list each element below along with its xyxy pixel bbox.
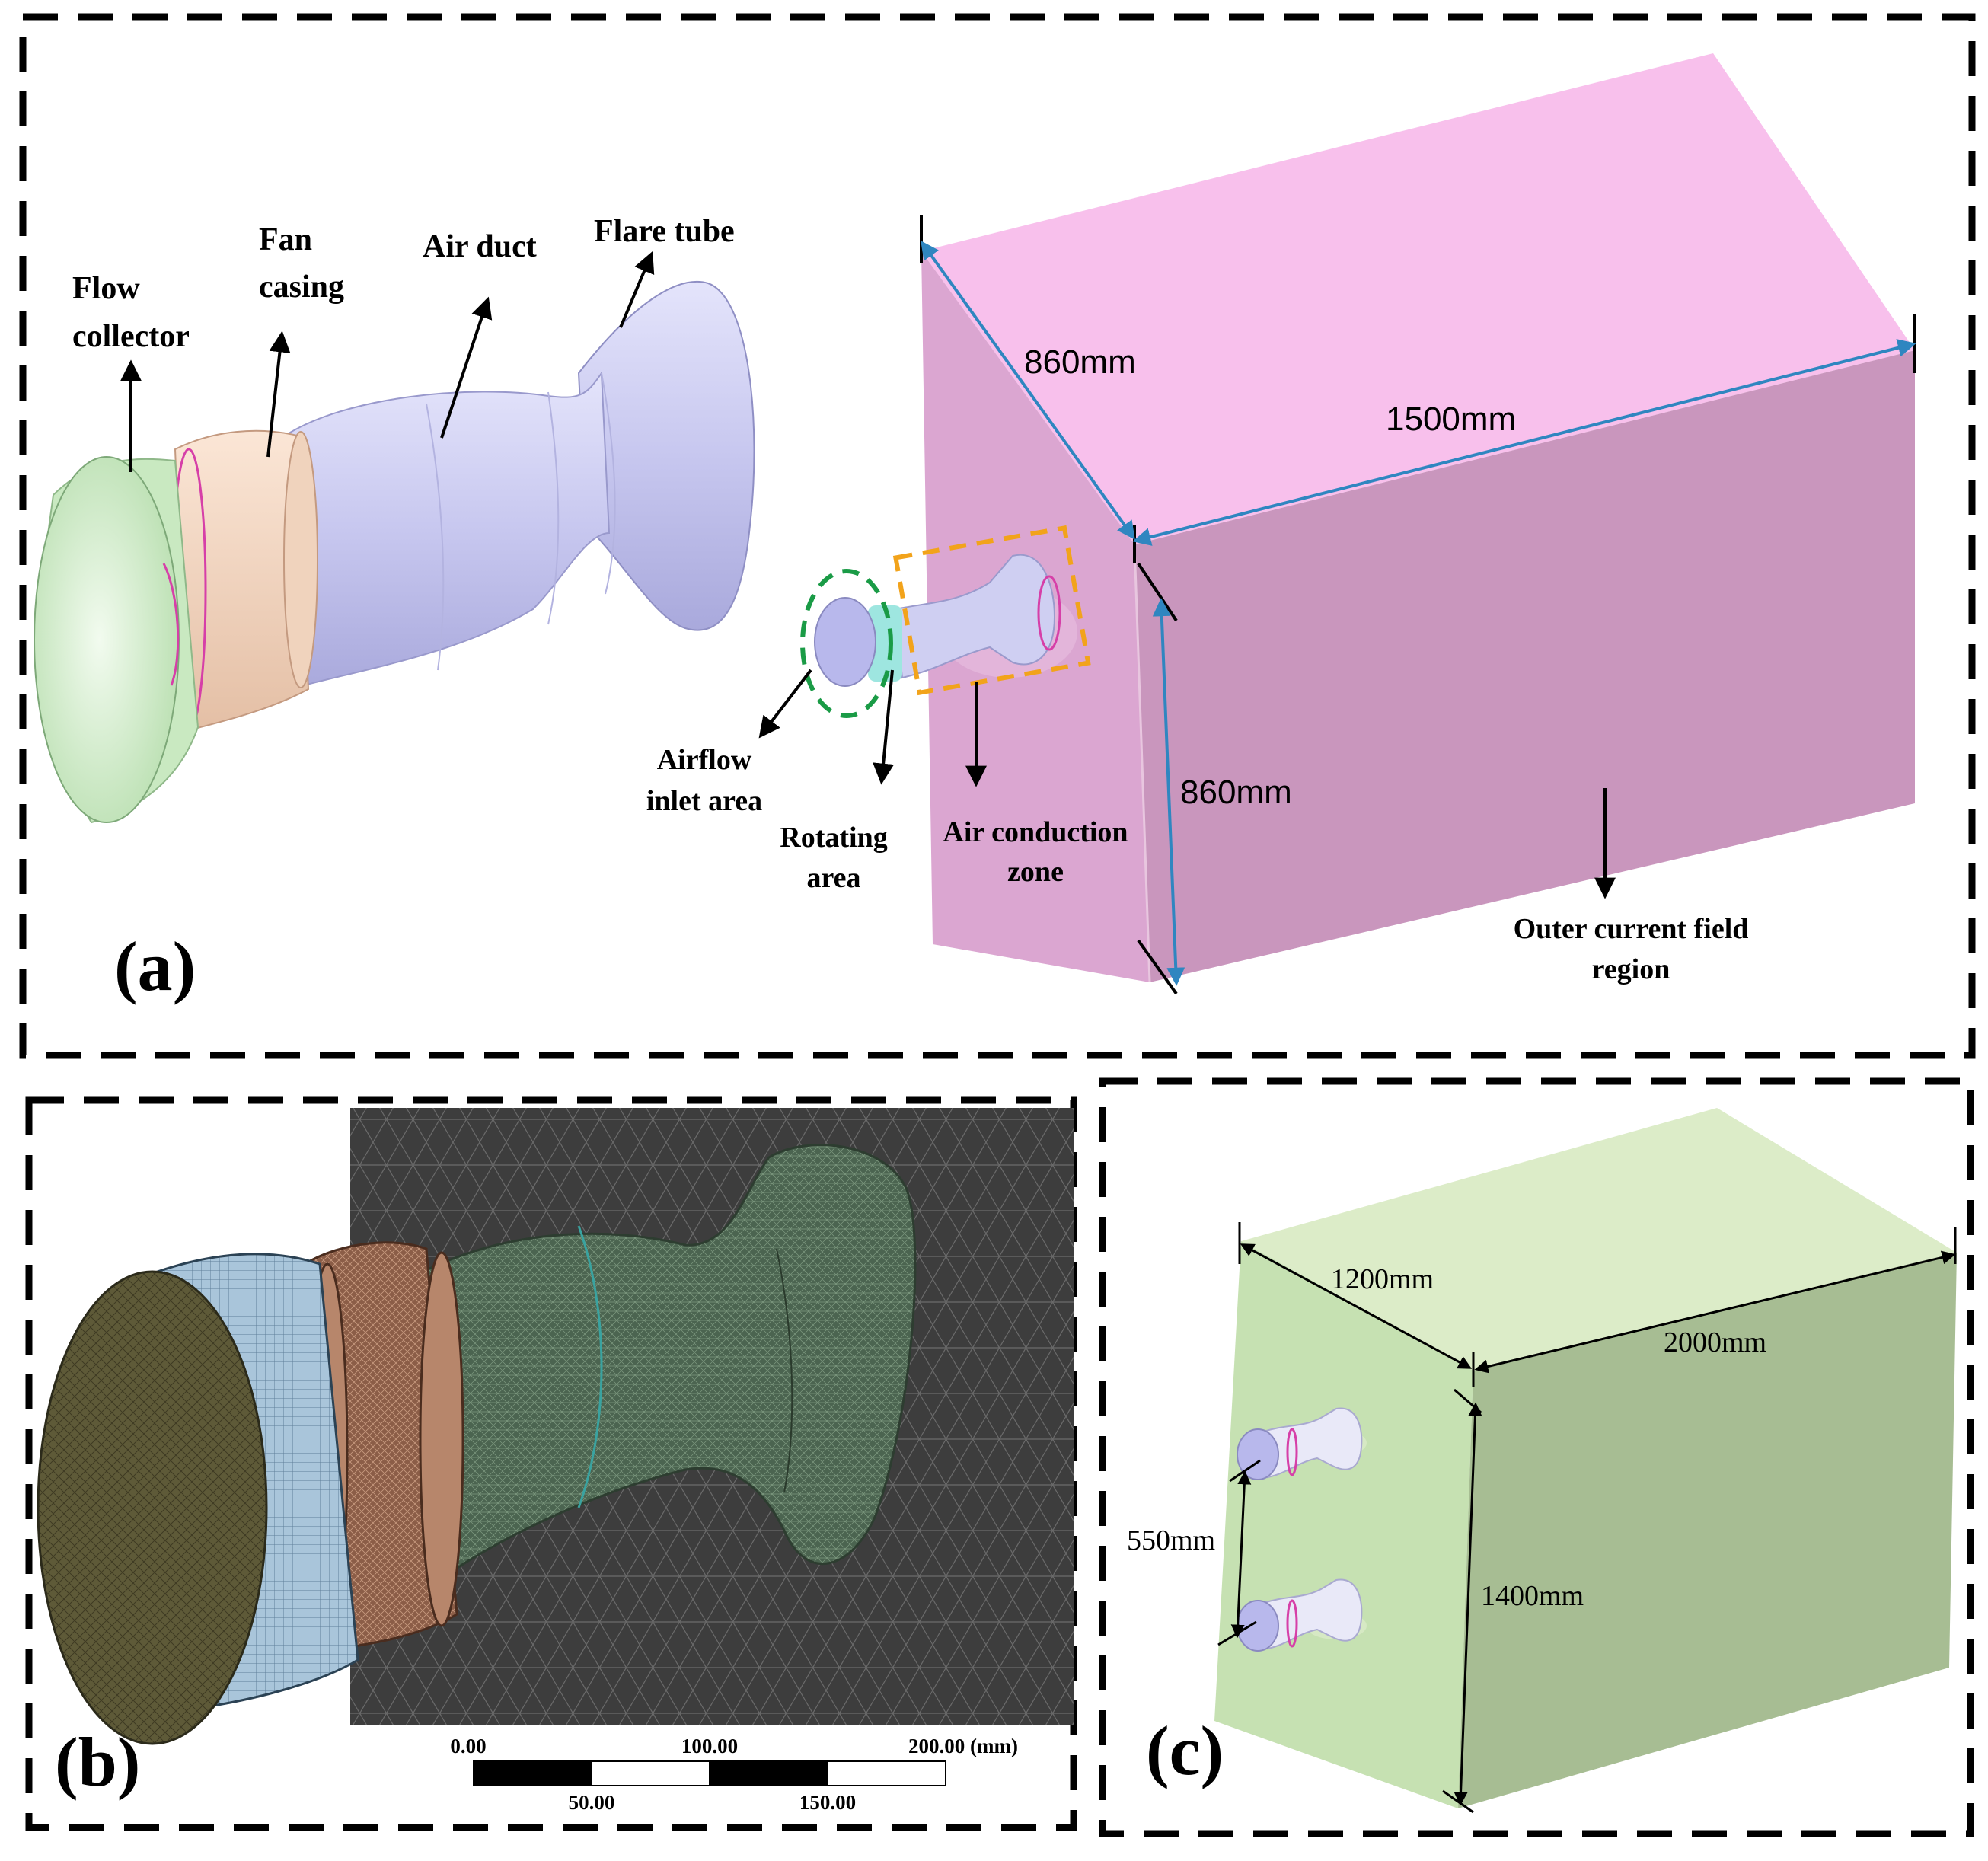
dim-height-a: 860mm — [1180, 774, 1292, 811]
test-box — [1214, 1108, 1957, 1808]
label-rotating-line2: area — [806, 862, 860, 894]
dim-depth-a: 860mm — [1024, 343, 1136, 381]
label-airflow-inlet-line2: inlet area — [646, 785, 762, 817]
arrow-rotating-area — [873, 669, 895, 785]
air-conduction-highlight — [892, 525, 1091, 696]
scale-bar — [473, 1760, 946, 1786]
scale-label-50: 50.00 — [569, 1791, 615, 1814]
label-rotating-line1: Rotating — [780, 822, 887, 854]
dim-spacing-c: 550mm — [1127, 1524, 1215, 1556]
meshed-fan-model — [37, 1144, 917, 1745]
dim-length-a: 1500mm — [1386, 401, 1516, 438]
arrow-air-duct — [440, 296, 493, 439]
label-flow-collector-line2: collector — [72, 319, 190, 354]
dim-depth-c: 1200mm — [1331, 1263, 1434, 1295]
arrow-flare-tube — [619, 251, 655, 328]
panel-a-label: (a) — [114, 927, 196, 1005]
scale-label-100: 100.00 — [681, 1735, 738, 1757]
box-c-front-face — [1214, 1241, 1473, 1808]
airflow-inlet-highlight — [800, 569, 893, 718]
panel-c-frame — [1099, 1077, 1974, 1837]
panel-b-frame — [25, 1096, 1077, 1831]
panel-b: 0.00 100.00 200.00 (mm) 50.00 150.00 (b) — [25, 1096, 1077, 1831]
inlet-face-mesh — [37, 1270, 268, 1745]
fan-casing-shape — [174, 429, 310, 733]
flow-collector-mouth — [34, 456, 180, 823]
inlet-face-shape — [814, 597, 876, 687]
flare-tube-shape — [577, 280, 755, 631]
box-c-side-face — [1458, 1253, 1957, 1808]
label-air-conduction-line2: zone — [1007, 856, 1064, 888]
scale-label-200: 200.00 (mm) — [908, 1735, 1018, 1757]
label-fan-casing-line1: Fan — [259, 222, 312, 257]
dim-height-c: 1400mm — [1481, 1580, 1584, 1612]
label-flare-tube: Flare tube — [594, 214, 735, 249]
dim-length-c: 2000mm — [1664, 1326, 1766, 1358]
panel-c: 1200mm 2000mm 1400mm 550mm (c) — [1099, 1077, 1974, 1837]
arrow-airflow-inlet — [758, 669, 812, 739]
label-airflow-inlet-line1: Airflow — [657, 744, 752, 776]
panel-c-label: (c) — [1146, 1712, 1224, 1789]
duct-mesh — [394, 1144, 917, 1594]
fan-unit-upper — [1237, 1407, 1367, 1480]
label-fan-casing-line2: casing — [259, 270, 344, 305]
arrow-fan-casing — [266, 330, 291, 458]
panel-b-label: (b) — [55, 1723, 140, 1801]
scale-label-0: 0.00 — [450, 1735, 486, 1757]
label-outer-field-line2: region — [1592, 953, 1670, 985]
panel-a: Flow collector Fan casing Air duct Flare… — [19, 13, 1976, 1059]
label-flow-collector-line1: Flow — [72, 271, 140, 306]
rotating-area-shape — [868, 605, 902, 682]
panel-a-frame — [19, 13, 1976, 1059]
label-air-duct: Air duct — [423, 229, 537, 264]
scale-label-150: 150.00 — [799, 1791, 856, 1814]
air-duct-shape — [280, 370, 611, 691]
dimension-lines-c — [1217, 1222, 1957, 1814]
dimension-lines-a — [920, 215, 1916, 995]
label-air-conduction-line1: Air conduction — [943, 816, 1128, 848]
label-outer-field-line1: Outer current field — [1514, 913, 1749, 945]
fan-assembly-illustration — [34, 280, 755, 824]
